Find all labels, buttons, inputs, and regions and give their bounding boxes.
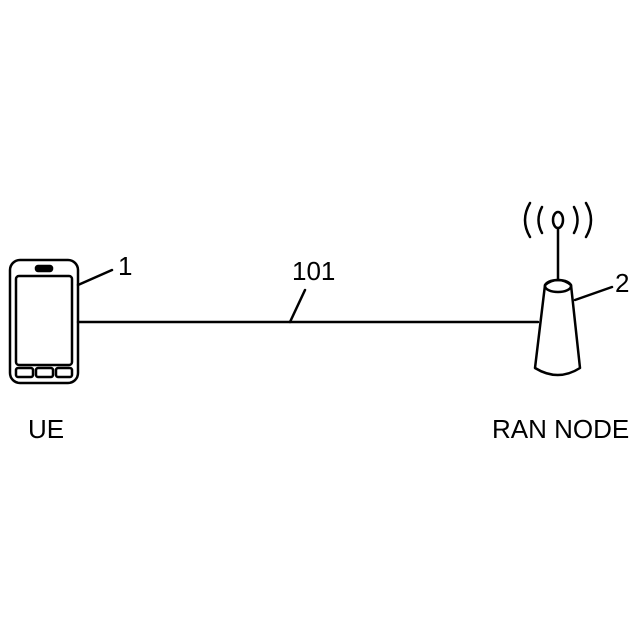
ref-numeral-ran: 2 bbox=[615, 268, 629, 298]
ref-numeral-ue: 1 bbox=[118, 251, 132, 281]
leader-line-link bbox=[290, 290, 305, 322]
leader-line-ue bbox=[78, 270, 112, 285]
ref-numeral-link: 101 bbox=[292, 256, 335, 286]
ran-node-antenna-icon bbox=[535, 229, 580, 375]
ran-node-caption: RAN NODE bbox=[492, 414, 629, 444]
leader-line-ran bbox=[575, 287, 612, 300]
ue-phone-icon bbox=[10, 260, 78, 383]
ue-caption: UE bbox=[28, 414, 64, 444]
